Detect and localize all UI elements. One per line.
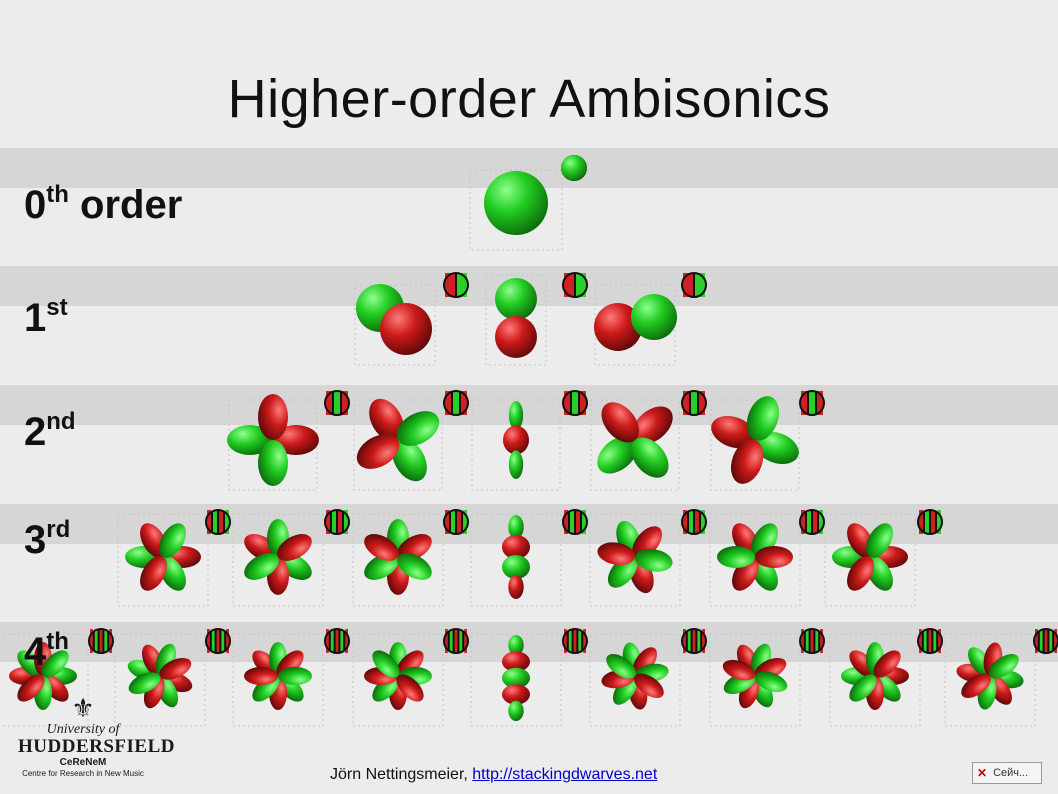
preview-ball-1-1 [562,272,588,298]
preview-ball-2-3 [681,390,707,416]
footer-author: Jörn Nettingsmeier, [330,766,473,783]
preview-ball-4-0 [88,628,114,654]
harmonic-1-2 [594,284,677,366]
preview-ball-4-3 [443,628,469,654]
harmonic-4-2 [232,633,324,727]
preview-ball-2-0 [324,390,350,416]
harmonic-1-0 [354,284,436,366]
harmonic-4-0 [0,633,89,727]
harmonic-2-4 [710,396,800,491]
harmonic-3-5 [709,513,801,607]
harmonic-2-2 [471,399,561,491]
harmonic-1-1 [485,274,547,366]
logo-huddersfield: HUDDERSFIELD [18,736,175,757]
slide-title: Higher-order Ambisonics [227,69,831,129]
preview-ball-4-2 [324,628,350,654]
preview-ball-4-4 [562,628,588,654]
row-label-4th: 4th [24,628,69,674]
row-label-3rd: 3rd [24,516,71,562]
preview-ball-4-6 [799,628,825,654]
preview-ball-4-8 [1033,628,1058,654]
harmonic-4-5 [589,633,681,727]
harmonic-3-0 [117,513,209,607]
preview-ball-2-4 [799,390,825,416]
taskbar-label: Сейч... [993,767,1029,779]
harmonic-2-3 [590,399,680,491]
harmonic-4-1 [114,633,206,727]
harmonic-4-4 [470,633,562,727]
preview-ball-3-4 [681,509,707,535]
preview-ball-3-5 [799,509,825,535]
row-label-0th: 0th order [24,181,183,227]
harmonic-4-8 [944,633,1036,727]
harmonic-3-4 [589,513,681,607]
preview-ball-3-1 [324,509,350,535]
close-icon: ✕ [977,766,988,780]
harmonic-4-3 [352,633,444,727]
harmonic-2-0 [227,394,319,491]
harmonic-4-6 [709,633,801,727]
preview-ball-4-7 [917,628,943,654]
harmonic-3-6 [824,513,916,607]
logo-mark-icon: ⚜ [71,693,95,723]
logo-subtitle: Centre for Research in New Music [22,769,144,778]
harmonic-4-7 [829,633,921,727]
footer-link[interactable]: http://stackingdwarves.net [472,766,658,783]
preview-ball-4-5 [681,628,707,654]
preview-ball-3-0 [205,509,231,535]
row-band-2 [0,385,1058,425]
harmonic-3-2 [352,513,444,607]
preview-ball-0-0 [561,155,587,181]
logo-university-of: University of [46,722,120,737]
preview-ball-3-6 [917,509,943,535]
harmonic-3-3 [470,513,562,607]
harmonic-2-1 [353,398,443,491]
preview-ball-4-1 [205,628,231,654]
preview-ball-1-2 [681,272,707,298]
preview-ball-1-0 [443,272,469,298]
harmonic-0-0 [469,169,563,251]
footer-credit: Jörn Nettingsmeier, http://stackingdwarv… [330,766,657,784]
logo-cerenem: CeReNeM [59,757,107,768]
university-logo: ⚜ University of HUDDERSFIELD CeReNeM Cen… [18,693,175,779]
taskbar-button[interactable]: ✕ Сейч... [972,762,1042,784]
preview-ball-2-2 [562,390,588,416]
preview-ball-3-3 [562,509,588,535]
harmonic-3-1 [232,513,324,607]
preview-ball-3-2 [443,509,469,535]
preview-ball-2-1 [443,390,469,416]
row-label-1st: 1st [24,294,68,340]
row-label-2nd: 2nd [24,408,76,454]
